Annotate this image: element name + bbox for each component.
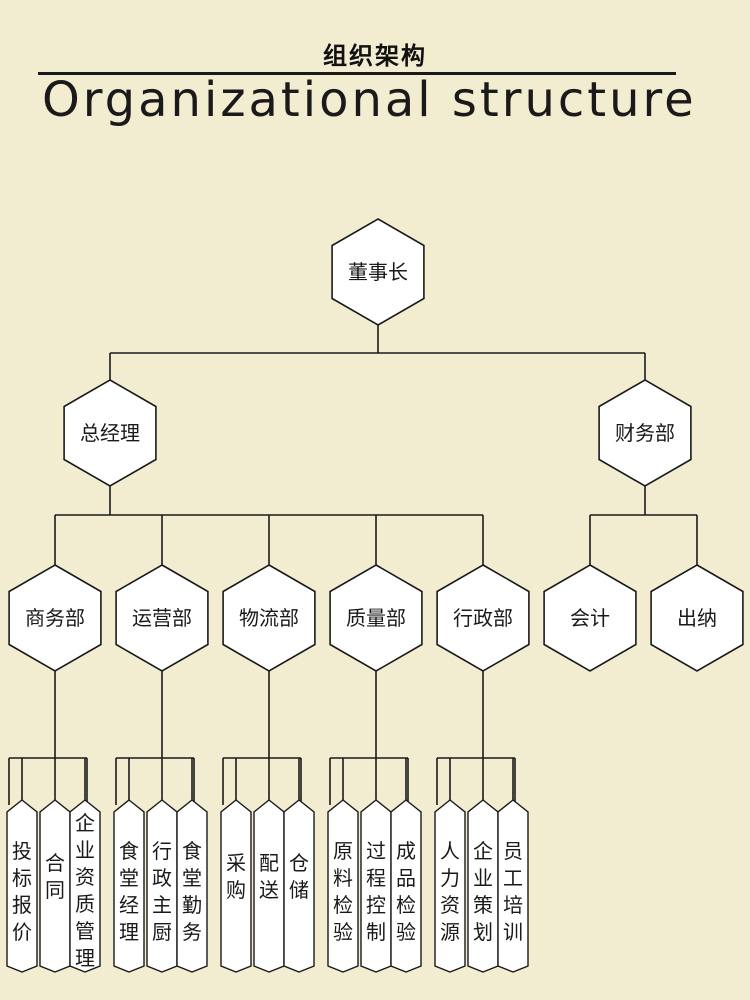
- node-dept-4-hexagon: [436, 564, 530, 672]
- node-dept-0-hexagon: [8, 564, 102, 672]
- node-dept-1-hexagon: [115, 564, 209, 672]
- sub-unit-4-0-char: 资: [440, 893, 460, 917]
- sub-unit-1-2-char: 勤: [182, 893, 202, 917]
- sub-unit-3-2-char: 成: [396, 839, 416, 863]
- sub-unit-4-0-char: 源: [440, 920, 460, 944]
- sub-unit-2-1-char: 配: [259, 851, 279, 875]
- sub-unit-2-0-box: [220, 799, 252, 973]
- sub-unit-2-0-char: 购: [226, 878, 246, 902]
- node-general-manager-hexagon: [63, 379, 157, 487]
- node-finance-unit-0-label: 会计: [570, 606, 610, 630]
- node-dept-3-hexagon: [329, 564, 423, 672]
- sub-unit-4-1-char: 划: [473, 920, 493, 944]
- sub-unit-1-1-char: 厨: [152, 920, 172, 944]
- node-general-manager-label: 总经理: [80, 421, 140, 445]
- sub-unit-1-2-char: 务: [182, 920, 202, 944]
- sub-unit-3-0-char: 料: [333, 866, 353, 890]
- sub-unit-0-1-char: 合: [45, 851, 65, 875]
- node-dept-4-label: 行政部: [453, 606, 513, 630]
- node-finance-unit-0-hexagon: [543, 564, 637, 672]
- sub-unit-1-0-char: 理: [119, 920, 139, 944]
- title-divider: [38, 72, 676, 75]
- page-title-en: Organizational structure: [42, 72, 697, 128]
- sub-unit-3-2-char: 验: [396, 920, 416, 944]
- sub-unit-0-0-char: 价: [12, 920, 32, 944]
- sub-unit-0-0-char: 标: [12, 866, 32, 890]
- sub-unit-0-2-char: 管: [75, 919, 95, 943]
- node-dept-1-label: 运营部: [132, 606, 192, 630]
- sub-unit-1-1-char: 主: [152, 893, 172, 917]
- sub-unit-3-0-char: 原: [333, 839, 353, 863]
- sub-unit-3-1-char: 过: [366, 839, 386, 863]
- sub-unit-1-2-char: 堂: [182, 866, 202, 890]
- sub-unit-3-2-char: 品: [396, 866, 416, 890]
- sub-unit-0-0-box: [6, 799, 38, 973]
- sub-unit-1-2-box: [176, 799, 208, 973]
- sub-unit-0-1-char: 同: [45, 878, 65, 902]
- sub-unit-4-1-char: 业: [473, 866, 493, 890]
- node-chairman-label: 董事长: [348, 260, 408, 284]
- sub-unit-1-1-char: 政: [152, 866, 172, 890]
- sub-unit-0-2-char: 资: [75, 865, 95, 889]
- sub-unit-4-0-box: [434, 799, 466, 973]
- sub-unit-4-2-char: 工: [503, 866, 523, 890]
- sub-unit-1-0-char: 经: [119, 893, 139, 917]
- node-finance-dept-label: 财务部: [615, 421, 675, 445]
- sub-unit-0-2-char: 企: [75, 811, 95, 835]
- sub-unit-3-1-char: 程: [366, 866, 386, 890]
- node-dept-2-label: 物流部: [239, 606, 299, 630]
- sub-unit-4-2-char: 训: [503, 920, 523, 944]
- sub-unit-0-0-char: 投: [12, 839, 32, 863]
- sub-unit-0-2-char: 理: [75, 946, 95, 970]
- sub-unit-3-2-box: [390, 799, 422, 973]
- sub-unit-1-0-box: [113, 799, 145, 973]
- sub-unit-3-1-char: 制: [366, 920, 386, 944]
- sub-unit-0-2-char: 业: [75, 838, 95, 862]
- sub-unit-1-0-char: 食: [119, 839, 139, 863]
- sub-unit-4-1-char: 策: [473, 893, 493, 917]
- sub-unit-2-2-char: 储: [289, 878, 309, 902]
- sub-unit-1-2-char: 食: [182, 839, 202, 863]
- sub-unit-0-0-char: 报: [12, 893, 32, 917]
- node-dept-3-label: 质量部: [346, 606, 406, 630]
- node-dept-0-label: 商务部: [25, 606, 85, 630]
- page-title-cn: 组织架构: [323, 42, 427, 70]
- sub-unit-2-0-char: 采: [226, 851, 246, 875]
- node-finance-dept-hexagon: [598, 379, 692, 487]
- sub-unit-1-1-char: 行: [152, 839, 172, 863]
- node-chairman-hexagon: [331, 218, 425, 326]
- sub-unit-2-1-char: 送: [259, 878, 279, 902]
- sub-unit-4-2-box: [497, 799, 529, 973]
- sub-unit-0-2-char: 质: [75, 892, 95, 916]
- sub-unit-2-2-box: [283, 799, 315, 973]
- node-finance-unit-1-label: 出纳: [677, 606, 717, 630]
- sub-unit-4-1-char: 企: [473, 839, 493, 863]
- sub-unit-3-0-box: [327, 799, 359, 973]
- sub-unit-3-0-char: 检: [333, 893, 353, 917]
- sub-unit-0-2-box: [69, 799, 101, 973]
- sub-unit-4-2-char: 员: [503, 839, 523, 863]
- node-dept-2-hexagon: [222, 564, 316, 672]
- sub-unit-4-2-char: 培: [503, 893, 523, 917]
- sub-unit-1-0-char: 堂: [119, 866, 139, 890]
- sub-unit-4-0-char: 人: [440, 839, 460, 863]
- node-finance-unit-1-hexagon: [650, 564, 744, 672]
- sub-unit-2-2-char: 仓: [289, 851, 309, 875]
- sub-unit-3-2-char: 检: [396, 893, 416, 917]
- sub-unit-4-0-char: 力: [440, 866, 460, 890]
- sub-unit-3-1-char: 控: [366, 893, 386, 917]
- sub-unit-3-0-char: 验: [333, 920, 353, 944]
